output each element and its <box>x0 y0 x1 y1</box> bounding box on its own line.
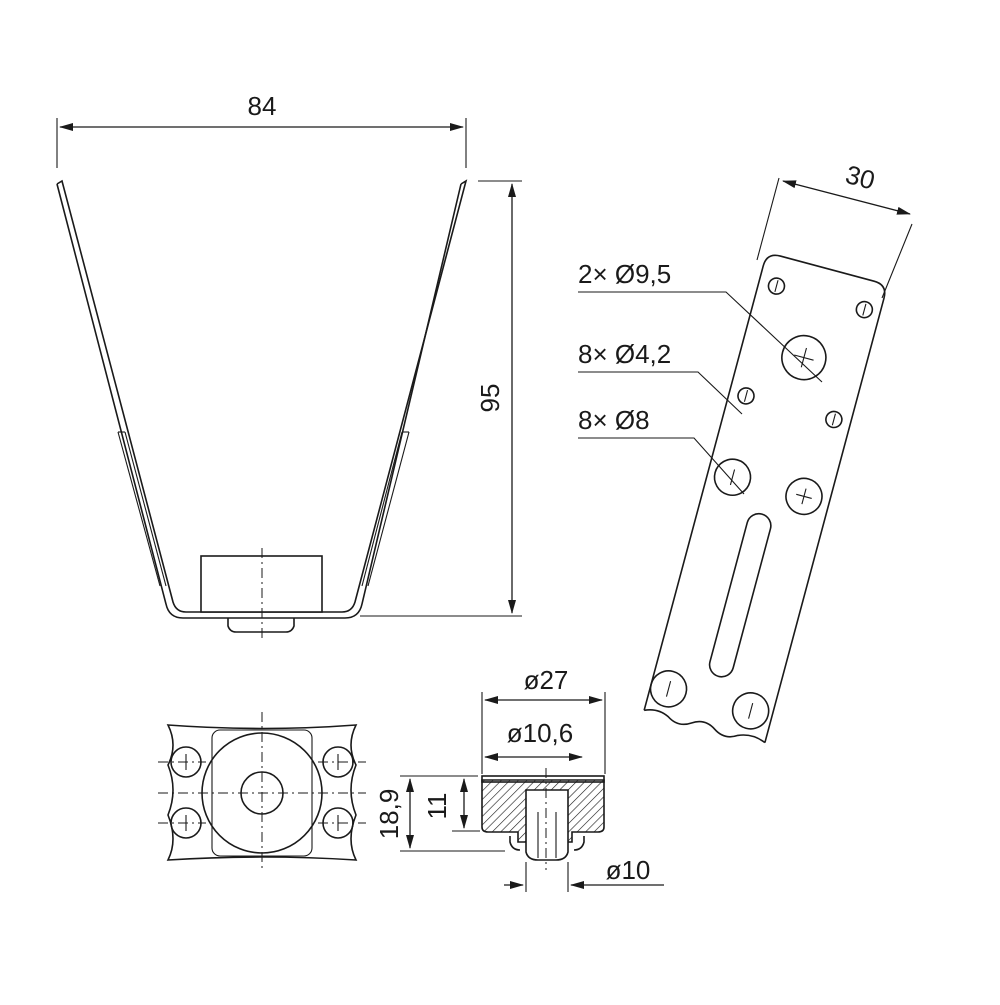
dimension-foot-pin-label: ø10 <box>606 855 651 885</box>
hole-medium <box>649 670 688 708</box>
dimension-width-label: 84 <box>248 91 277 121</box>
bottom-view <box>158 712 366 872</box>
hole-medium <box>785 477 823 516</box>
dimension-height-label: 95 <box>475 384 505 413</box>
dimension-foot-body-label: 11 <box>422 793 452 820</box>
hole-small <box>737 387 755 405</box>
label-holes-small: 8× Ø4,2 <box>578 339 671 369</box>
dimension-foot-outer-label: ø27 <box>524 665 569 695</box>
front-view: 84 95 <box>56 91 522 640</box>
slot <box>708 512 772 678</box>
mounting-plate: 2× Ø9,5 8× Ø4,2 8× Ø8 30 <box>578 159 913 761</box>
dimension-plate-width-line <box>782 180 911 215</box>
foot-pin <box>227 618 295 633</box>
hole-small <box>825 410 843 429</box>
label-holes-medium: 8× Ø8 <box>578 405 650 435</box>
leader-medium <box>578 437 745 495</box>
dimension-plate-width-label: 30 <box>842 159 878 195</box>
label-holes-large: 2× Ø9,5 <box>578 259 671 289</box>
leader-large <box>578 291 823 383</box>
hole-medium <box>713 458 752 497</box>
hole-medium <box>731 692 770 730</box>
dimension-foot-inner-label: ø10,6 <box>507 718 574 748</box>
hole-small <box>855 300 874 319</box>
leader-small <box>578 371 743 415</box>
foot-section: ø27 ø10,6 18,9 11 ø10 <box>374 665 664 892</box>
dimension-foot-total-label: 18,9 <box>374 789 404 840</box>
hole-small <box>767 277 786 295</box>
hole-large <box>781 334 827 381</box>
